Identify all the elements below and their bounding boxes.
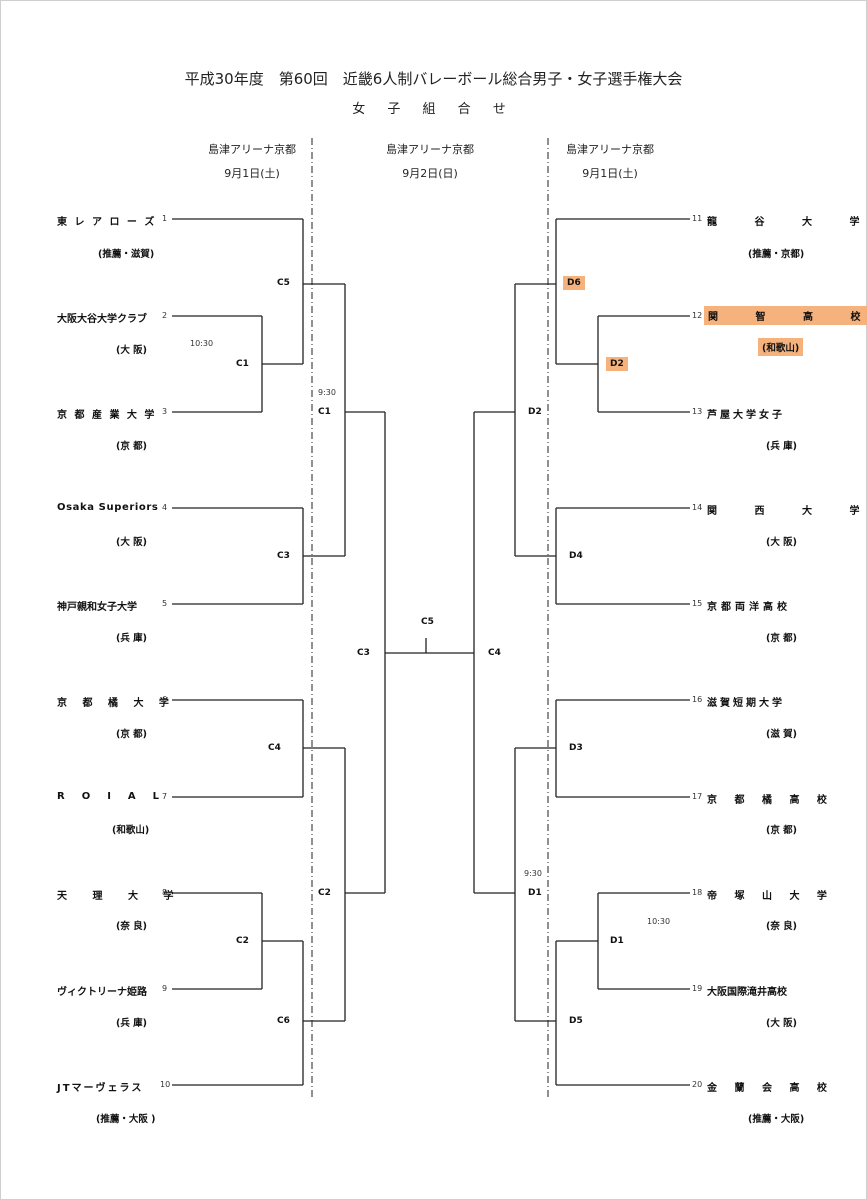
team-8-name: 天 理 大 学 [57,891,185,902]
team-1-name: 東 レ ア ロ ー ズ [57,217,157,228]
time-center-left: 9:30 [318,388,336,397]
team-7-region: (和歌山) [112,825,150,836]
team-11-name: 龍 谷 大 学 [707,217,867,228]
team-12-name: 関 智 高 校 [704,306,867,325]
match-code-c2-center: C2 [318,888,331,898]
team-6-name: 京 都 橘 大 学 [57,698,175,709]
time-right-first: 10:30 [647,917,671,926]
team-10-region: (推薦・大阪 ) [96,1114,156,1125]
team-18-number: 18 [692,888,703,897]
team-10-number: 10 [160,1080,171,1089]
team-14-number: 14 [692,503,703,512]
team-20-name: 金 蘭 会 高 校 [707,1083,834,1094]
team-18-name: 帝 塚 山 大 学 [707,891,834,902]
team-17-region: (京 都) [766,825,797,836]
team-4-name: Osaka Superiors [57,502,159,513]
time-left-first: 10:30 [190,339,214,348]
team-13-number: 13 [692,407,703,416]
team-12-number: 12 [692,311,703,320]
center-date: 9月2日(日) [402,167,458,180]
team-20-region: (推薦・大阪) [748,1114,805,1125]
match-code-d3: D3 [569,743,583,753]
page-subtitle: 女 子 組 合 せ [352,102,515,117]
team-4-number: 4 [162,503,168,512]
team-2-name: 大阪大谷大学クラブ [57,314,147,325]
team-16-region: (滋 賀) [766,729,797,740]
match-code-c5-left: C5 [277,278,290,288]
team-14-name: 関 西 大 学 [707,506,867,517]
team-9-number: 9 [162,984,168,993]
team-16-name: 滋賀短期大学 [707,698,785,709]
match-code-c5-final: C5 [421,617,434,627]
team-6-region: (京 都) [116,729,147,740]
team-4-region: (大 阪) [116,537,147,548]
team-19-number: 19 [692,984,703,993]
time-center-right: 9:30 [524,869,542,878]
team-17-name: 京 都 橘 高 校 [707,795,834,806]
match-code-c2-left: C2 [236,936,249,946]
team-17-number: 17 [692,792,703,801]
page-title: 平成30年度 第60回 近畿6人制バレーボール総合男子・女子選手権大会 [184,70,683,88]
team-5-region: (兵 庫) [116,633,147,644]
match-code-d1-right: D1 [610,936,624,946]
team-19-region: (大 阪) [766,1018,797,1029]
team-7-number: 7 [162,792,168,801]
team-13-name: 芦屋大学女子 [707,410,785,421]
match-code-d4: D4 [569,551,583,561]
team-2-number: 2 [162,311,168,320]
match-code-c6: C6 [277,1016,290,1026]
team-9-name: ヴィクトリーナ姫路 [57,987,147,998]
team-11-number: 11 [692,214,703,223]
match-code-d1-center: D1 [528,888,542,898]
match-code-c1-center: C1 [318,407,331,417]
team-1-region: (推薦・滋賀) [98,249,155,260]
team-5-number: 5 [162,599,168,608]
team-3-number: 3 [162,407,168,416]
left-venue: 島津アリーナ京都 [208,143,296,156]
team-8-region: (奈 良) [116,921,147,932]
match-code-d5: D5 [569,1016,583,1026]
team-11-region: (推薦・京都) [748,249,805,260]
match-code-d2-center: D2 [528,407,542,417]
match-code-c3-left: C3 [277,551,290,561]
team-15-name: 京都両洋高校 [707,602,791,613]
team-6-number: 6 [162,695,168,704]
team-14-region: (大 阪) [766,537,797,548]
match-code-d2-right: D2 [606,357,628,371]
team-10-name: JTマーヴェラス [57,1083,144,1094]
team-15-number: 15 [692,599,703,608]
match-code-c4-center: C4 [488,648,501,658]
match-code-d6: D6 [563,276,585,290]
team-13-region: (兵 庫) [766,441,797,452]
match-code-c1: C1 [236,359,249,369]
team-5-name: 神戸親和女子大学 [57,602,137,613]
team-18-region: (奈 良) [766,921,797,932]
team-9-region: (兵 庫) [116,1018,147,1029]
team-3-name: 京 都 産 業 大 学 [57,410,157,421]
team-3-region: (京 都) [116,441,147,452]
team-12-region: (和歌山) [758,338,804,356]
team-2-region: (大 阪) [116,345,147,356]
team-16-number: 16 [692,695,703,704]
team-20-number: 20 [692,1080,703,1089]
right-date: 9月1日(土) [582,167,638,180]
team-19-name: 大阪国際滝井高校 [707,987,787,998]
match-code-c3-center: C3 [357,648,370,658]
center-venue: 島津アリーナ京都 [386,143,474,156]
team-1-number: 1 [162,214,168,223]
match-code-c4-left: C4 [268,743,281,753]
team-7-name: ROIAL [57,791,177,802]
team-8-number: 8 [162,888,168,897]
left-date: 9月1日(土) [224,167,280,180]
team-15-region: (京 都) [766,633,797,644]
right-venue: 島津アリーナ京都 [566,143,654,156]
